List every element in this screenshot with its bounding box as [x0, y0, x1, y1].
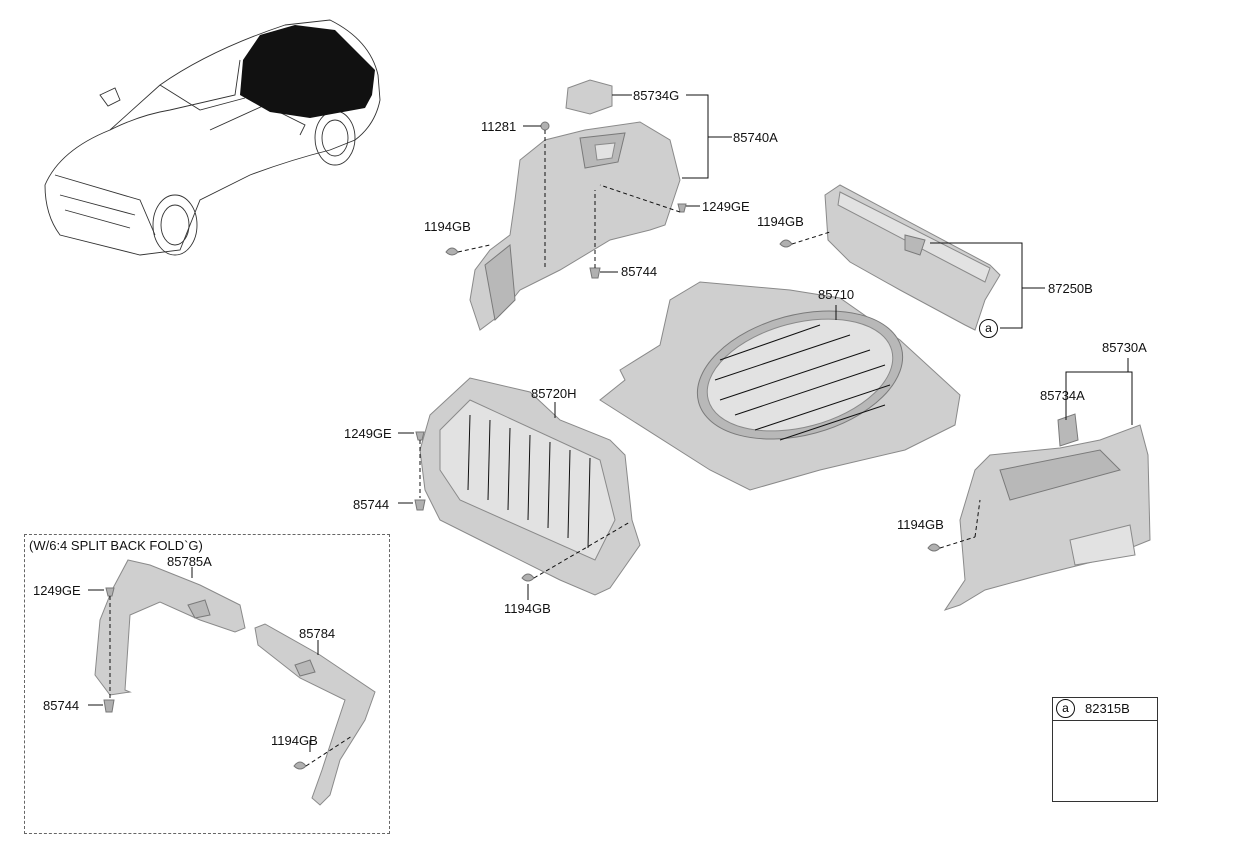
label-85785A: 85785A — [167, 554, 212, 569]
split-back-inset-box — [24, 534, 390, 834]
label-85730A: 85730A — [1102, 340, 1147, 355]
label-85784: 85784 — [299, 626, 336, 641]
clip-1249GE-inset — [105, 587, 115, 597]
part-85730A — [943, 424, 1151, 611]
label-1249GE-mid: 1249GE — [344, 426, 392, 441]
label-1194GB-mid: 1194GB — [504, 601, 551, 616]
label-11281: 11281 — [481, 119, 517, 134]
label-1194GB-right: 1194GB — [757, 214, 804, 229]
clip-1194GB-right — [779, 239, 793, 248]
label-1194GB-inset: 1194GB — [271, 733, 318, 748]
callout-a-reference: a — [1056, 699, 1075, 718]
vehicle-outline — [44, 19, 381, 256]
split-back-note: (W/6:4 SPLIT BACK FOLD`G) — [29, 538, 203, 553]
label-85734A: 85734A — [1040, 388, 1085, 403]
part-87250B — [824, 184, 1001, 331]
label-85740A: 85740A — [733, 130, 778, 145]
clip-85744-mid — [414, 499, 426, 511]
label-85710: 85710 — [818, 287, 855, 302]
label-85734G: 85734G — [633, 88, 680, 103]
part-85785A — [94, 559, 246, 696]
part-85740A — [469, 121, 681, 331]
label-85744-inset: 85744 — [43, 698, 80, 713]
leader-lines — [398, 94, 1133, 600]
label-1194GB-rt: 1194GB — [897, 517, 944, 532]
clip-1194GB-left — [445, 247, 459, 256]
clip-1194GB-mid — [521, 573, 535, 582]
part-85734G — [565, 79, 613, 115]
clip-1249GE-mid — [415, 431, 425, 441]
label-85720H: 85720H — [531, 386, 577, 401]
part-85710 — [599, 281, 961, 491]
part-85784 — [254, 623, 376, 806]
label-1249GE-top: 1249GE — [702, 199, 750, 214]
clip-1194GB-rt — [927, 543, 941, 552]
label-87250B: 87250B — [1048, 281, 1093, 296]
clip-85744-top — [589, 267, 601, 279]
callout-a-87250B: a — [979, 319, 998, 338]
label-1249GE-inset: 1249GE — [33, 583, 81, 598]
part-85734A — [1057, 413, 1079, 447]
label-85744-mid: 85744 — [353, 497, 390, 512]
label-82315B: 82315B — [1085, 701, 1130, 716]
clip-1249GE-top — [677, 203, 687, 213]
label-85744-top: 85744 — [621, 264, 658, 279]
clip-85744-inset — [103, 699, 115, 713]
clip-11281 — [540, 121, 550, 131]
inset-leader-lines — [88, 567, 353, 767]
label-1194GB-left: 1194GB — [424, 219, 471, 234]
part-85720H — [419, 377, 641, 596]
